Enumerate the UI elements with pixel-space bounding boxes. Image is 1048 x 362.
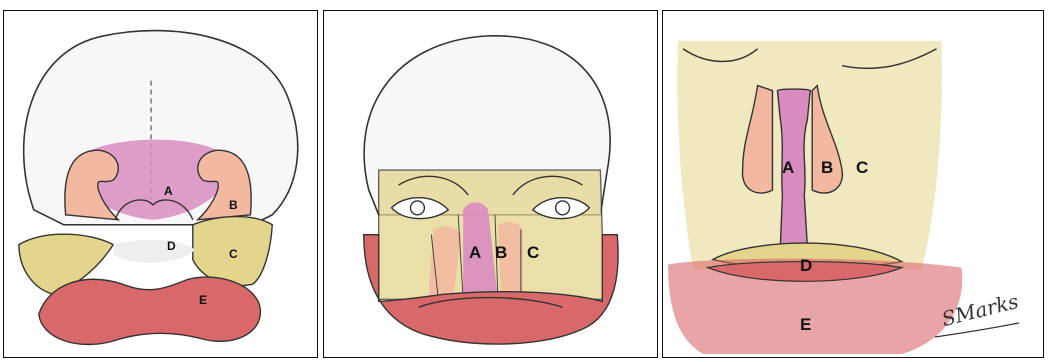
embryo-face-drawing <box>324 11 657 357</box>
label-c: C <box>856 159 868 176</box>
label-c: C <box>229 248 238 260</box>
label-e: E <box>199 294 207 306</box>
label-e: E <box>800 316 811 333</box>
face-region <box>677 41 941 270</box>
panel-1-embryo-face: A B C D E <box>3 10 318 358</box>
label-d: D <box>800 257 812 274</box>
embryo-face-drawing <box>4 11 317 357</box>
mandibular-arch <box>39 277 261 344</box>
label-b: B <box>495 244 507 261</box>
label-b: B <box>229 199 238 211</box>
iris-right <box>556 201 570 215</box>
label-a: A <box>782 159 794 176</box>
label-c: C <box>527 244 539 261</box>
iris-left <box>410 201 424 215</box>
label-a: A <box>469 244 481 261</box>
label-b: B <box>821 159 833 176</box>
stomodeum <box>113 240 194 263</box>
label-d: D <box>167 240 176 252</box>
signature-underline <box>933 321 1023 341</box>
panel-3-adult-nose-lip: A B C D E SMarks <box>662 10 1044 358</box>
label-a: A <box>164 185 173 197</box>
panel-2-embryo-face: A B C <box>323 10 658 358</box>
